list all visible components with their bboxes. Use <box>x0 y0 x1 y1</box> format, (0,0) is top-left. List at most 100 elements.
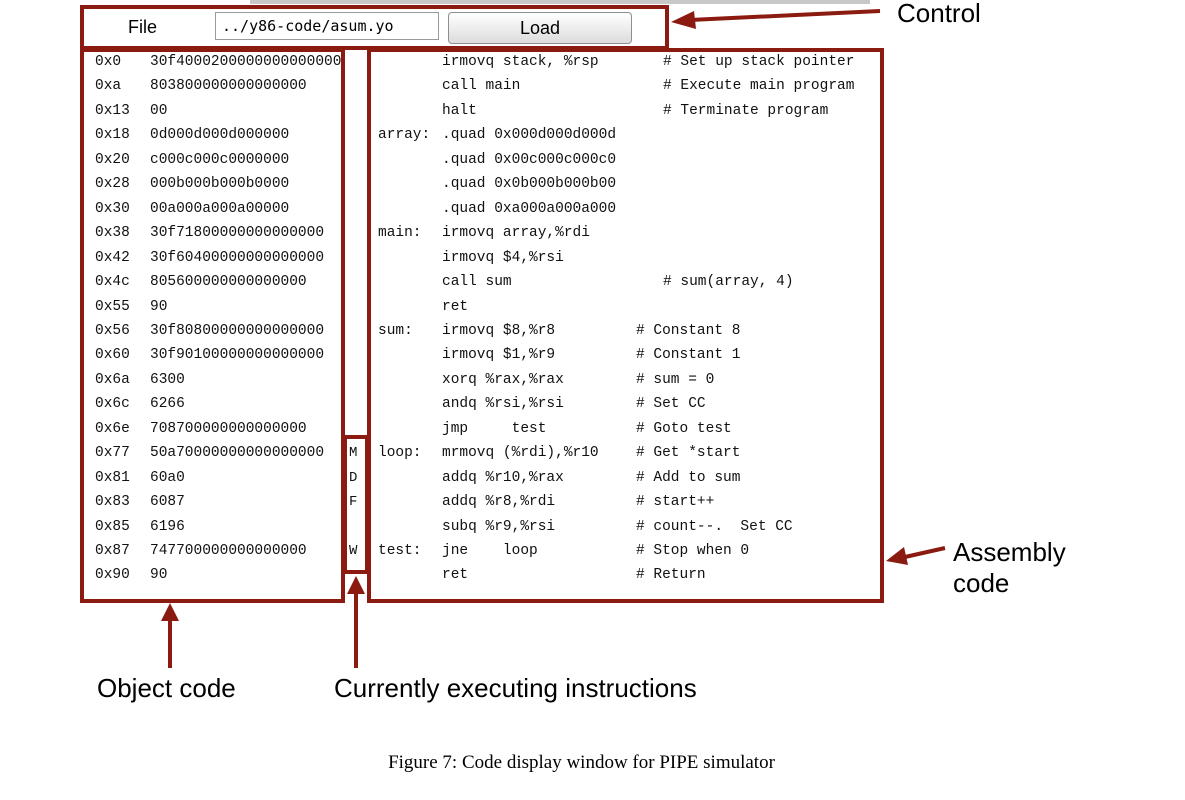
object-code-bytes: 00 <box>150 102 168 119</box>
assembly-instruction: irmovq stack, %rsp <box>442 54 599 70</box>
object-code-bytes: 50a70000000000000000 <box>150 445 325 462</box>
assembly-instruction: .quad 0x0b000b000b00 <box>442 176 617 193</box>
object-code-bytes: 805600000000000000 <box>150 274 307 291</box>
object-code-bytes: 6300 <box>150 371 185 388</box>
object-code-address: 0x30 <box>95 200 130 217</box>
assembly-arrow-shaft <box>904 546 946 559</box>
control-callout: Control <box>897 0 981 28</box>
assembly-instruction: call main <box>442 78 521 95</box>
object-code-bytes: 708700000000000000 <box>150 420 307 437</box>
object-code-bytes: 803800000000000000 <box>150 78 307 95</box>
assembly-comment: # Add to sum <box>636 469 741 486</box>
object-code-address: 0x18 <box>95 127 130 144</box>
object-code-address: 0x13 <box>95 102 130 119</box>
assembly-instruction: andq %rsi,%rsi <box>442 396 564 413</box>
assembly-callout-line1: Assembly <box>953 537 1066 567</box>
assembly-label: loop: <box>378 445 422 462</box>
object-code-bytes: 00a000a000a00000 <box>150 200 290 217</box>
control-arrow-shaft <box>689 9 881 22</box>
object-code-bytes: 90 <box>150 567 168 584</box>
assembly-instruction: ret <box>442 298 469 315</box>
assembly-comment: # Constant 8 <box>636 322 741 339</box>
file-label: File <box>128 17 158 37</box>
object-code-address: 0x56 <box>95 322 130 339</box>
assembly-label: main: <box>378 225 422 242</box>
assembly-comment: # Terminate program <box>663 102 829 119</box>
assembly-instruction: subq %r9,%rsi <box>442 518 556 535</box>
assembly-instruction: jmp test <box>442 420 547 437</box>
assembly-instruction: irmovq $8,%r8 <box>442 322 556 339</box>
assembly-instruction: mrmovq (%rdi),%r10 <box>442 445 599 462</box>
pipeline-stage-marker: D <box>349 469 358 486</box>
object-code-address: 0x6c <box>95 396 130 413</box>
object-code-bytes: 0d000d000d000000 <box>150 127 290 144</box>
object-code-bytes: 60a0 <box>150 469 185 486</box>
assembly-instruction: jne loop <box>442 543 538 559</box>
object-code-address: 0x6a <box>95 371 130 388</box>
assembly-code-frame <box>367 48 884 603</box>
assembly-comment: # Set CC <box>636 396 706 413</box>
object-code-bytes: 6087 <box>150 494 185 511</box>
load-button[interactable]: Load <box>448 12 632 44</box>
pipeline-stage-marker: W <box>349 543 358 559</box>
assembly-instruction: call sum <box>442 274 512 291</box>
object-code-bytes: 30f80800000000000000 <box>150 322 325 339</box>
assembly-comment: # sum(array, 4) <box>663 274 794 291</box>
assembly-instruction: irmovq $1,%r9 <box>442 347 556 364</box>
assembly-instruction: irmovq array,%rdi <box>442 225 590 242</box>
object-code-address: 0x60 <box>95 347 130 364</box>
object-code-address: 0x20 <box>95 151 130 168</box>
object-code-frame <box>80 48 345 603</box>
object-code-bytes: 30f60400000000000000 <box>150 249 325 266</box>
control-arrow-head <box>671 11 696 29</box>
assembly-comment: # Goto test <box>636 420 732 437</box>
object-arrow-head <box>161 603 179 621</box>
figure-caption: Figure 7: Code display window for PIPE s… <box>388 752 775 773</box>
assembly-comment: # count--. Set CC <box>636 518 793 535</box>
assembly-arrow-head <box>886 547 908 565</box>
pipeline-stage-marker: F <box>349 494 358 511</box>
assembly-instruction: halt <box>442 102 477 119</box>
current-instructions-callout: Currently executing instructions <box>334 673 697 703</box>
assembly-comment: # Stop when 0 <box>636 543 750 559</box>
object-code-address: 0x83 <box>95 494 130 511</box>
object-code-address: 0x90 <box>95 567 130 584</box>
object-code-address: 0xa <box>95 78 122 95</box>
object-code-address: 0x0 <box>95 54 122 70</box>
pipeline-stage-marker: M <box>349 445 358 462</box>
assembly-instruction: ret <box>442 567 469 584</box>
assembly-instruction: .quad 0xa000a000a000 <box>442 200 617 217</box>
object-code-address: 0x38 <box>95 225 130 242</box>
assembly-instruction: .quad 0x00c000c000c0 <box>442 151 617 168</box>
assembly-instruction: addq %r8,%rdi <box>442 494 556 511</box>
assembly-comment: # Execute main program <box>663 78 855 95</box>
assembly-callout-line2: code <box>953 568 1010 598</box>
assembly-instruction: .quad 0x000d000d000d <box>442 127 617 144</box>
assembly-instruction: addq %r10,%rax <box>442 469 564 486</box>
assembly-label: test: <box>378 543 422 559</box>
file-path-input[interactable] <box>215 12 439 40</box>
object-code-bytes: 6266 <box>150 396 185 413</box>
object-code-bytes: 90 <box>150 298 168 315</box>
object-code-address: 0x87 <box>95 543 130 559</box>
window-top-edge <box>250 0 870 4</box>
object-code-address: 0x85 <box>95 518 130 535</box>
object-code-address: 0x81 <box>95 469 130 486</box>
object-code-address: 0x28 <box>95 176 130 193</box>
assembly-comment: # Constant 1 <box>636 347 741 364</box>
object-code-callout: Object code <box>97 673 236 703</box>
assembly-comment: # Return <box>636 567 706 584</box>
assembly-comment: # Get *start <box>636 445 741 462</box>
object-code-bytes: 000b000b000b0000 <box>150 176 290 193</box>
assembly-instruction: irmovq $4,%rsi <box>442 249 564 266</box>
assembly-instruction: xorq %rax,%rax <box>442 371 564 388</box>
object-code-address: 0x6e <box>95 420 130 437</box>
assembly-label: array: <box>378 127 431 144</box>
object-code-address: 0x42 <box>95 249 130 266</box>
assembly-comment: # start++ <box>636 494 715 511</box>
object-code-bytes: 6196 <box>150 518 185 535</box>
current-arrow-head <box>347 576 365 594</box>
assembly-label: sum: <box>378 322 413 339</box>
object-code-address: 0x4c <box>95 274 130 291</box>
